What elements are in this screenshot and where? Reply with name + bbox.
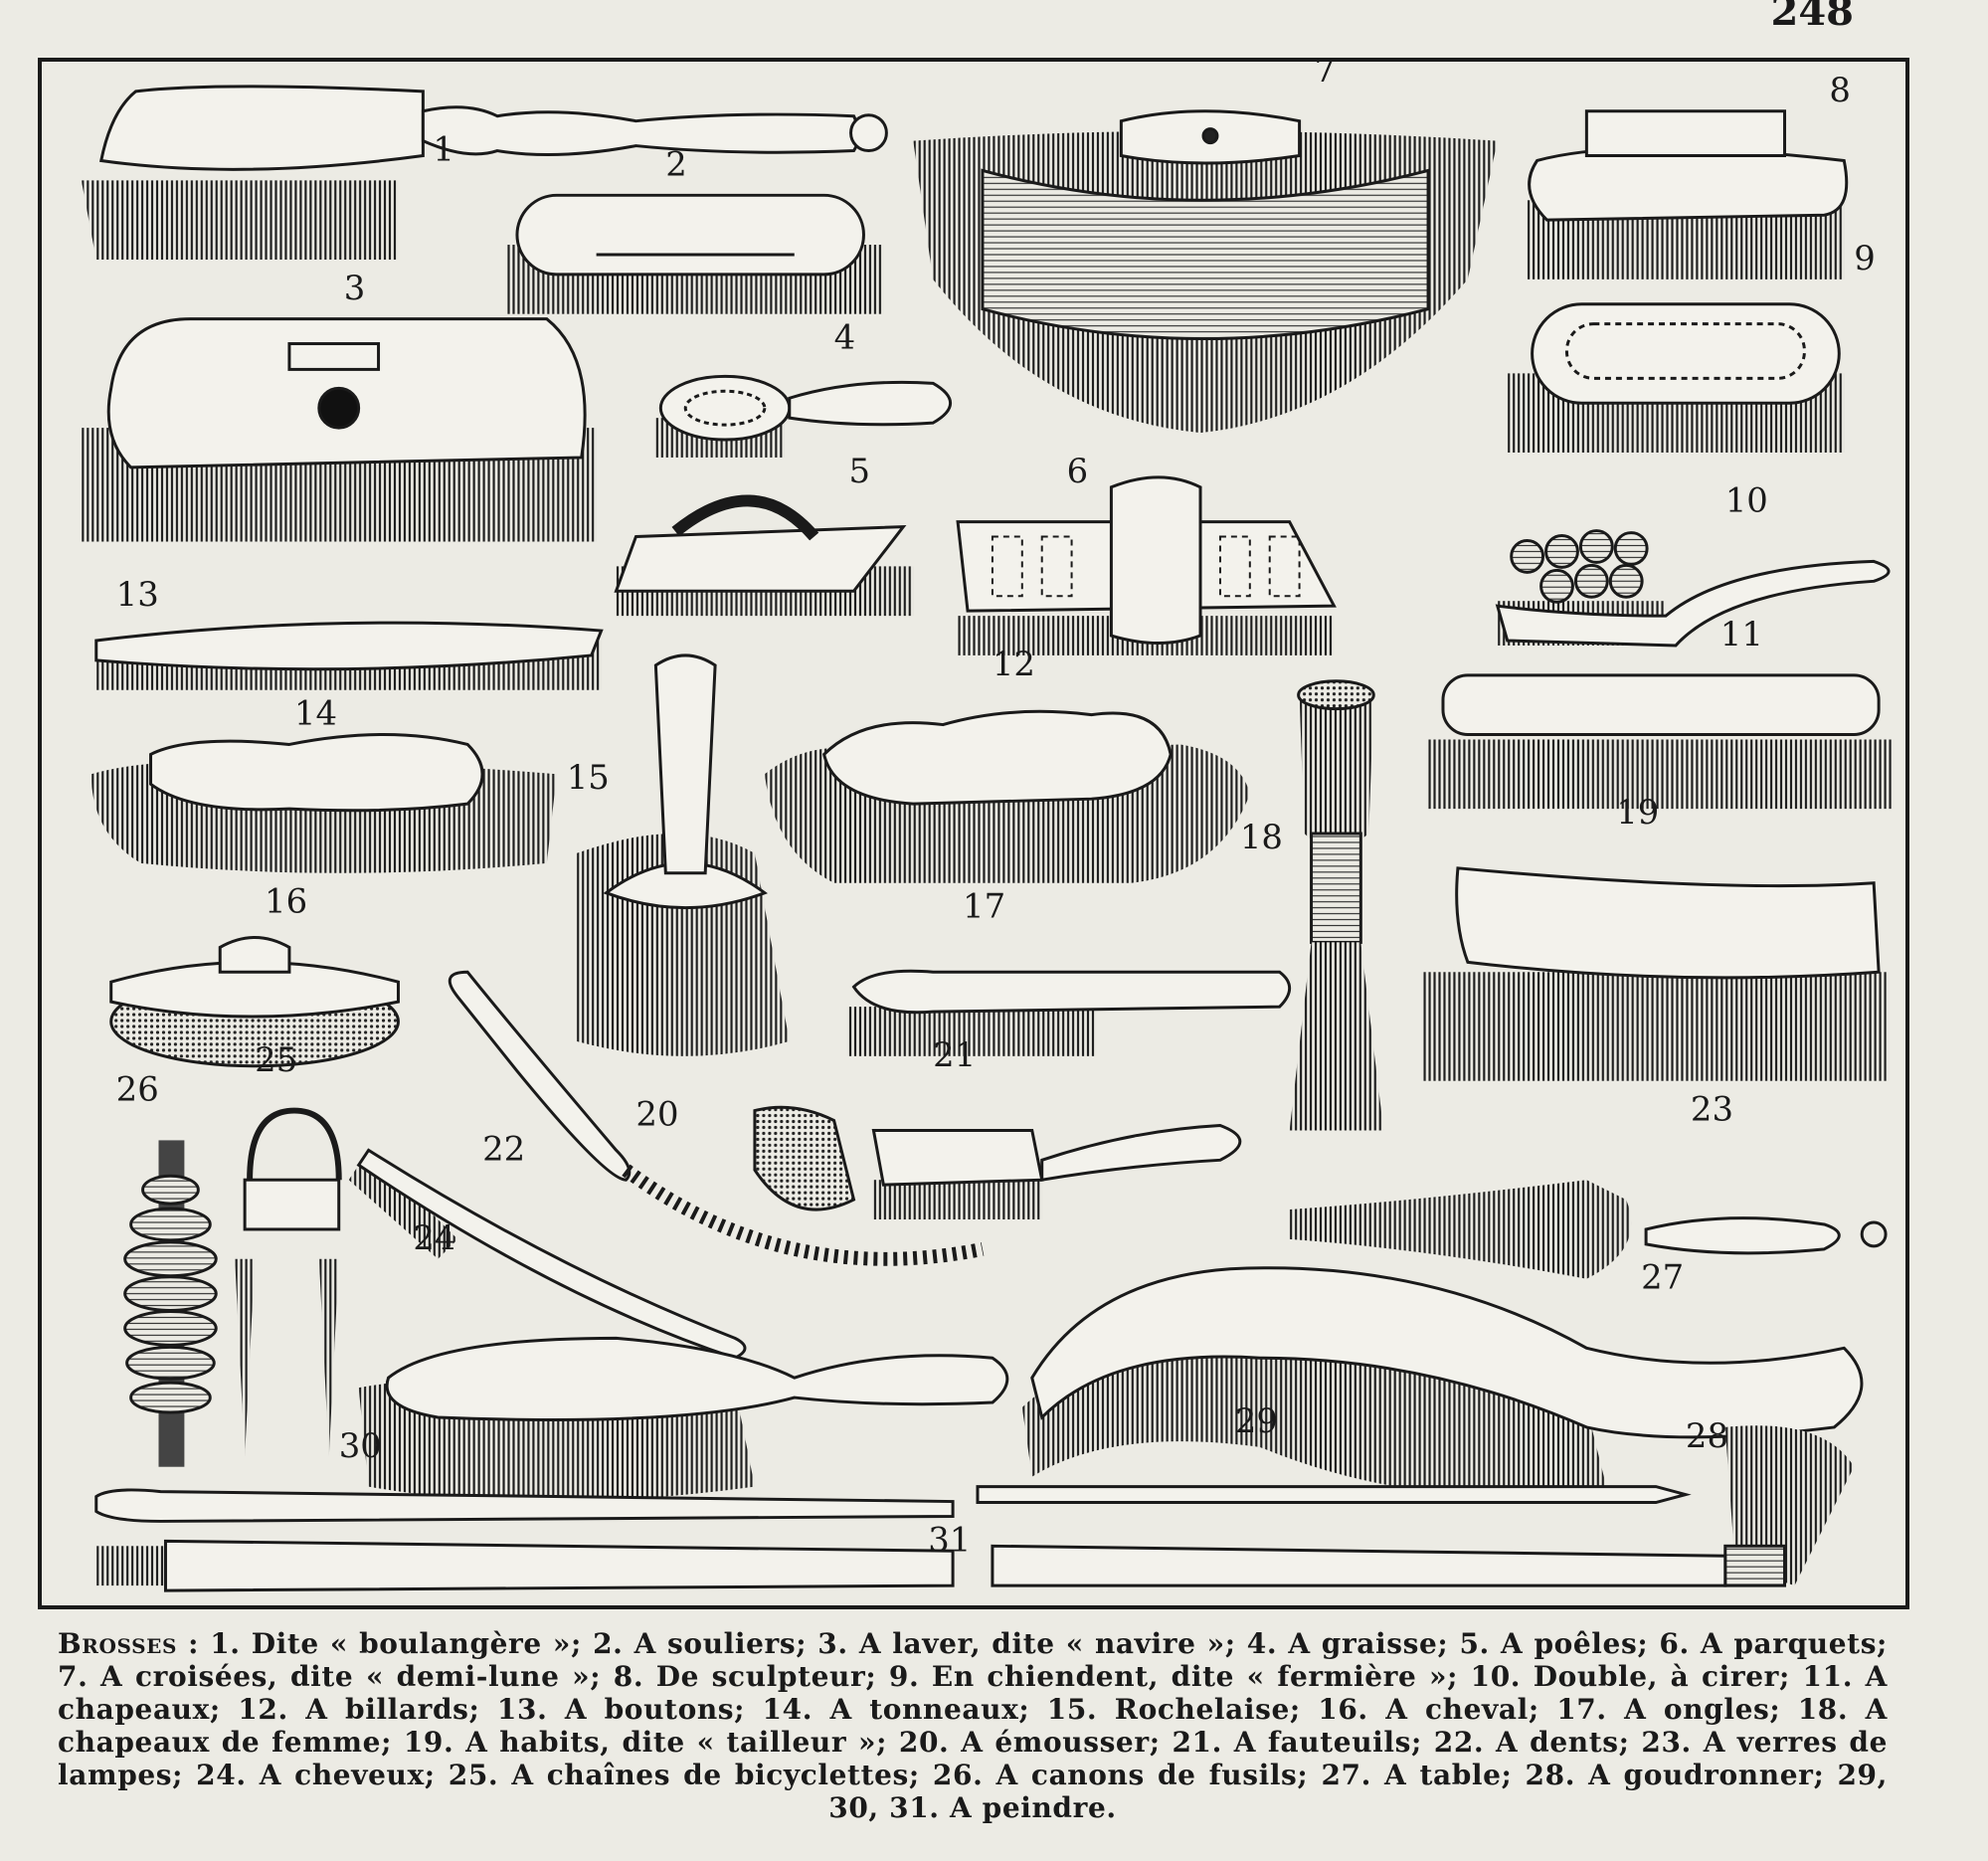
brush-24 (358, 1336, 1009, 1502)
figure-number-3: 3 (344, 269, 366, 307)
brush-9 (1507, 302, 1845, 453)
brush-26 (123, 1140, 218, 1467)
figure-number-21: 21 (933, 1035, 976, 1074)
brush-11 (1428, 673, 1895, 810)
brush-13 (94, 621, 604, 690)
brush-22 (348, 1148, 747, 1360)
brush-29 (976, 1485, 1692, 1505)
figure-number-6: 6 (1067, 452, 1089, 490)
brush-23 (1289, 1180, 1888, 1279)
brush-7 (913, 109, 1498, 434)
brush-15 (576, 653, 790, 1056)
brush-30 (94, 1488, 955, 1592)
figure-number-13: 13 (116, 575, 159, 614)
brush-engravings: 1234567891011121314151617181920212223242… (81, 62, 1895, 1592)
figure-number-1: 1 (433, 130, 454, 169)
figure-number-2: 2 (665, 144, 687, 183)
figure-number-27: 27 (1641, 1258, 1684, 1297)
figure-number-26: 26 (116, 1070, 159, 1109)
caption-lead: Brosses (58, 1627, 178, 1660)
brush-3 (81, 317, 597, 542)
figure-number-16: 16 (265, 882, 307, 921)
figure-number-9: 9 (1854, 239, 1876, 278)
brush-28 (991, 1425, 1855, 1587)
brush-19 (1423, 866, 1890, 1081)
figure-number-30: 30 (339, 1426, 382, 1465)
brush-18 (1289, 679, 1384, 1131)
figure-number-23: 23 (1691, 1090, 1733, 1129)
brush-6 (956, 475, 1337, 655)
figure-number-14: 14 (294, 694, 337, 733)
figure-number-24: 24 (413, 1218, 455, 1257)
caption-text: : 1. Dite « boulangère »; 2. A souliers;… (58, 1627, 1888, 1824)
figure-number-17: 17 (963, 887, 1005, 926)
figure-number-19: 19 (1616, 793, 1659, 832)
figure-number-11: 11 (1720, 615, 1763, 653)
brush-2 (507, 193, 884, 314)
brush-20 (448, 970, 985, 1266)
brush-10 (1495, 529, 1891, 648)
figure-number-10: 10 (1725, 481, 1768, 520)
figure-number-15: 15 (567, 758, 610, 797)
brush-21 (753, 1105, 1242, 1219)
figure-caption: Brosses : 1. Dite « boulangère »; 2. A s… (58, 1627, 1888, 1824)
page-number: 248 (1770, 0, 1855, 35)
figure-number-4: 4 (834, 318, 856, 357)
brush-5 (614, 494, 914, 617)
figure-number-18: 18 (1240, 818, 1283, 856)
figure-number-20: 20 (635, 1095, 678, 1134)
figure-number-8: 8 (1829, 71, 1851, 109)
brush-17 (848, 969, 1292, 1056)
figure-number-25: 25 (255, 1040, 297, 1079)
figure-number-28: 28 (1686, 1416, 1728, 1455)
brush-16 (109, 936, 400, 1068)
figure-number-7: 7 (1315, 62, 1337, 90)
brush-14 (90, 733, 557, 873)
figure-number-29: 29 (1235, 1401, 1278, 1440)
brush-1 (81, 85, 888, 260)
brush-8 (1527, 109, 1849, 279)
figure-number-22: 22 (482, 1129, 525, 1168)
brush-12 (764, 709, 1250, 883)
figure-number-5: 5 (849, 452, 871, 490)
brush-4 (655, 374, 952, 458)
figure-number-12: 12 (993, 645, 1035, 683)
brush-27 (1021, 1266, 1864, 1496)
brush-25 (235, 1107, 342, 1457)
figure-number-31: 31 (928, 1520, 971, 1559)
